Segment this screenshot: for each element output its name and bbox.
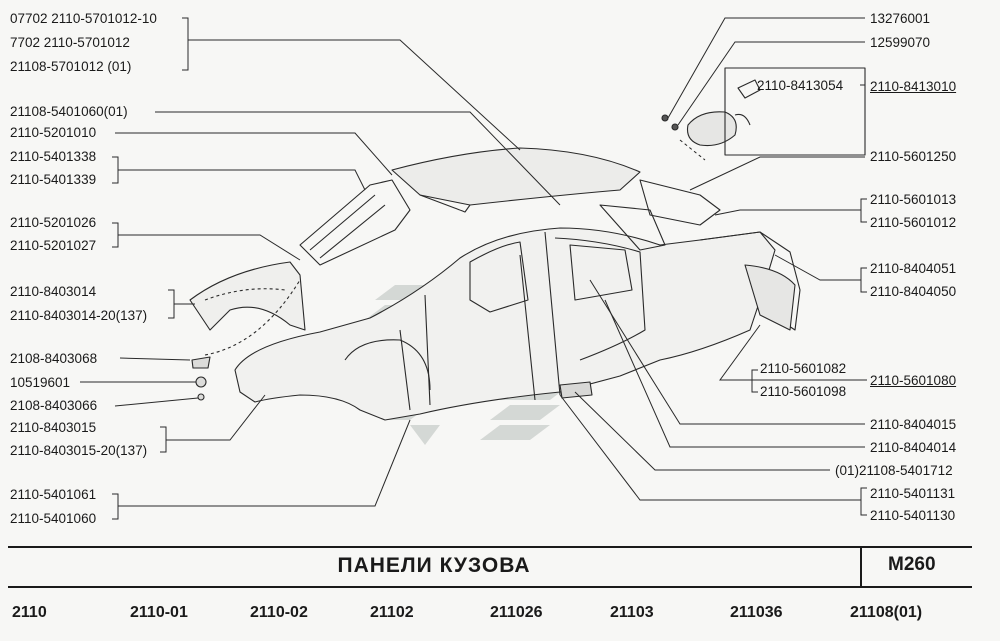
part-label-2110-8413010: 2110-8413010 [870, 79, 957, 94]
part-label-2110-5401060: 2110-5401060 [10, 511, 97, 526]
part-label-2110-5401338: 2110-5401338 [10, 149, 97, 164]
page-code: М260 [888, 554, 936, 575]
part-label-2110-5601080: 2110-5601080 [870, 373, 957, 388]
title-row: ПАНЕЛИ КУЗОВА М260 [8, 548, 972, 586]
part-label-2110-5601098: 2110-5601098 [760, 384, 847, 399]
part-label-2110-8403014-20: 2110-8403014-20(137) [10, 308, 148, 323]
part-label-2110-5401130: 2110-5401130 [870, 508, 956, 523]
part-label-2110-8403014: 2110-8403014 [10, 284, 97, 299]
part-label-21108-5401060: 21108-5401060(01) [10, 104, 128, 119]
part-label-2110-8404015: 2110-8404015 [870, 417, 957, 432]
part-label-2110-8413054: 2110-8413054 [757, 78, 844, 93]
bottom-divider [8, 586, 972, 588]
model-label: 21103 [610, 604, 654, 621]
model-label: 211026 [490, 604, 543, 621]
leader-lines [80, 17, 867, 520]
part-label-2110-5601082: 2110-5601082 [760, 361, 847, 376]
part-label-2110-5401131: 2110-5401131 [870, 486, 956, 501]
part-label-2108-8403066: 2108-8403066 [10, 398, 98, 413]
part-label-21108-5701012: 21108-5701012 (01) [10, 59, 132, 74]
part-label-2110-8404050: 2110-8404050 [870, 284, 957, 299]
part-label-2110-5401061: 2110-5401061 [10, 487, 97, 502]
top-divider [8, 546, 972, 548]
part-label-2110-8403015: 2110-8403015 [10, 420, 97, 435]
part-label-2110-8404051: 2110-8404051 [870, 261, 957, 276]
part-label-12599070: 12599070 [870, 35, 931, 50]
body-panels-diagram [80, 17, 867, 520]
part-label-07702: 07702 2110-5701012-10 [10, 11, 157, 26]
part-label-21108-5401712: (01)21108-5401712 [835, 463, 953, 478]
page-title: ПАНЕЛИ КУЗОВА [337, 554, 531, 577]
model-label: 21102 [370, 604, 414, 621]
part-label-2110-5201027: 2110-5201027 [10, 238, 97, 253]
part-label-7702: 7702 2110-5701012 [10, 35, 130, 50]
model-label: 2110 [12, 604, 47, 621]
car-body-panels [189, 67, 866, 421]
part-label-10519601: 10519601 [10, 375, 71, 390]
model-label: 21108(01) [850, 604, 923, 621]
part-label-2110-5401339: 2110-5401339 [10, 172, 97, 187]
part-label-2110-5601013: 2110-5601013 [870, 192, 957, 207]
part-label-2110-5201010: 2110-5201010 [10, 125, 97, 140]
part-label-2110-5601250: 2110-5601250 [870, 149, 957, 164]
part-label-2108-8403068: 2108-8403068 [10, 351, 98, 366]
part-label-2110-5201026: 2110-5201026 [10, 215, 97, 230]
model-label: 2110-02 [250, 604, 308, 621]
title-separator [860, 548, 862, 586]
model-list: 2110 2110-01 2110-02 21102 211026 21103 … [0, 604, 1000, 628]
model-label: 2110-01 [130, 604, 188, 621]
model-label: 211036 [730, 604, 783, 621]
part-label-2110-8404014: 2110-8404014 [870, 440, 957, 455]
part-label-2110-5601012: 2110-5601012 [870, 215, 957, 230]
part-label-13276001: 13276001 [870, 11, 931, 26]
part-label-2110-8403015-20: 2110-8403015-20(137) [10, 443, 148, 458]
